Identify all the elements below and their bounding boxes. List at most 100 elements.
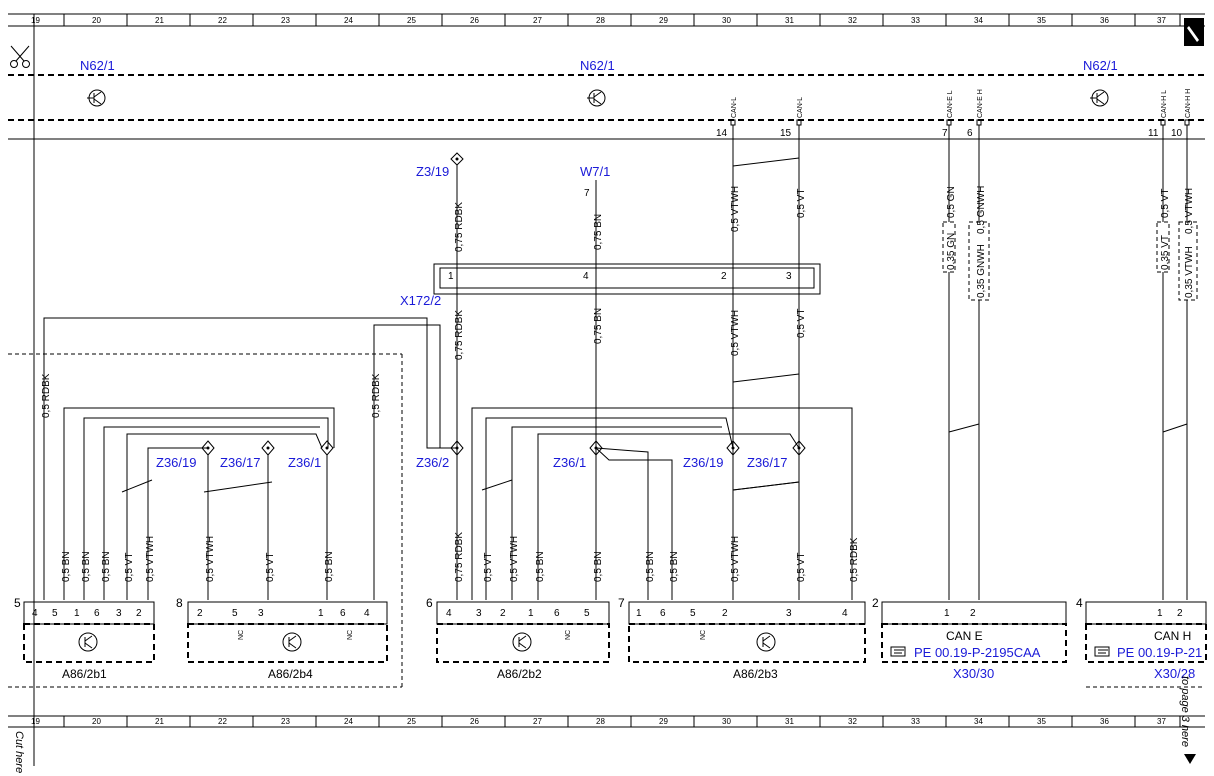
splice-z36-17-mid: Z36/17: [747, 440, 806, 470]
wire-label-gn: 0,5 GN: [946, 186, 957, 218]
svg-text:W7/1: W7/1: [580, 164, 610, 179]
wire-label-vt-035: 0,35 VT: [1160, 235, 1171, 270]
transistor-icon: [1090, 89, 1109, 107]
wire-label-vtwh-mid: 0,5 VTWH: [730, 310, 741, 356]
pin-7: 7: [942, 128, 948, 139]
svg-text:0,5 BN: 0,5 BN: [645, 551, 656, 582]
svg-text:3: 3: [786, 271, 792, 282]
wire-label-rdbk-left: 0,5 RDBK: [41, 373, 52, 418]
ruler-top-23: 23: [281, 16, 290, 25]
wire-label-vtwh-top: 0,5 VTWH: [730, 186, 741, 232]
svg-text:3: 3: [258, 608, 264, 619]
svg-text:4: 4: [842, 608, 848, 619]
svg-text:35: 35: [1037, 717, 1046, 726]
bottom-ruler: 19 20 21 22 23 24 25 26 27 28 29 30 31 3…: [8, 715, 1205, 728]
cut-here-text: Cut here: [13, 731, 25, 773]
svg-text:1: 1: [318, 608, 324, 619]
svg-text:0,5 VTWH: 0,5 VTWH: [509, 536, 520, 582]
ruler-top-19: 19: [31, 16, 40, 25]
rdbk-loops: 0,5 RDBK 0,5 RDBK: [41, 317, 457, 600]
ruler-top-33: 33: [911, 16, 920, 25]
ruler-top-28: 28: [596, 16, 605, 25]
svg-text:0,5 BN: 0,5 BN: [324, 551, 335, 582]
left-group-labels: 0,5 BN 0,5 BN 0,5 BN 0,5 VT 0,5 VTWH 0,5…: [61, 536, 335, 582]
transistor-icon: [87, 89, 106, 107]
wire-label-gnwh: 0,5 GNWH: [976, 186, 987, 234]
ref-can-h: PE 00.19-P-21: [1117, 645, 1202, 660]
w7-1: W7/1 7 0,75 BN 0,75 BN: [580, 164, 610, 600]
pin-11: 11: [1148, 128, 1159, 139]
wire-label-vtwh-035: 0,35 VTWH: [1184, 246, 1195, 298]
svg-text:20: 20: [92, 717, 101, 726]
wire-label-rdbk-right: 0,5 RDBK: [371, 373, 382, 418]
n62-1-label-left: N62/1: [80, 58, 115, 73]
transistor-icon: [512, 632, 532, 652]
svg-text:2: 2: [721, 271, 727, 282]
middle-group-wires: [471, 407, 853, 600]
pin-15: 15: [780, 128, 792, 139]
svg-text:Z36/2: Z36/2: [416, 455, 449, 470]
svg-text:0,5 BN: 0,5 BN: [669, 551, 680, 582]
svg-text:22: 22: [218, 717, 227, 726]
svg-text:2: 2: [500, 608, 506, 619]
svg-text:Z36/19: Z36/19: [156, 455, 196, 470]
svg-text:31: 31: [785, 717, 794, 726]
signal-can-e-l: CAN-E L: [947, 90, 954, 118]
svg-text:7: 7: [618, 596, 625, 610]
signal-can-l-2: CAN-L: [797, 97, 804, 118]
ruler-top-26: 26: [470, 16, 479, 25]
svg-text:0,5 VTWH: 0,5 VTWH: [205, 536, 216, 582]
can-wires-n62: [732, 125, 800, 600]
ruler-top-21: 21: [155, 16, 164, 25]
svg-text:0,5 BN: 0,5 BN: [535, 551, 546, 582]
w7-pin: 7: [584, 188, 590, 199]
svg-text:A86/2b1: A86/2b1: [62, 667, 107, 681]
ruler-top-24: 24: [344, 16, 353, 25]
svg-text:25: 25: [407, 717, 416, 726]
svg-text:4: 4: [32, 608, 38, 619]
svg-text:X172/2: X172/2: [400, 293, 441, 308]
signal-can-h-l: CAN-H L: [1161, 90, 1168, 118]
left-region: [8, 353, 403, 688]
svg-text:0,5 VT: 0,5 VT: [124, 553, 135, 582]
svg-text:2: 2: [136, 608, 142, 619]
svg-text:Z36/17: Z36/17: [220, 455, 260, 470]
ruler-top-32: 32: [848, 16, 857, 25]
svg-text:5: 5: [232, 608, 238, 619]
svg-text:0,5 BN: 0,5 BN: [81, 551, 92, 582]
svg-text:3: 3: [116, 608, 122, 619]
svg-text:6: 6: [94, 608, 100, 619]
svg-text:2: 2: [722, 608, 728, 619]
svg-text:27: 27: [533, 717, 542, 726]
svg-text:19: 19: [31, 717, 40, 726]
ruler-top-35: 35: [1037, 16, 1046, 25]
svg-text:21: 21: [155, 717, 164, 726]
svg-text:CAN H: CAN H: [1154, 629, 1191, 643]
pencil-icon: [1184, 18, 1204, 46]
n62-1-label-right: N62/1: [1083, 58, 1118, 73]
wire-label-gnwh-035: 0,35 GNWH: [976, 244, 987, 298]
svg-text:0,5 VT: 0,5 VT: [796, 553, 807, 582]
signal-can-l-1: CAN-L: [731, 97, 738, 118]
svg-text:1: 1: [1157, 608, 1163, 619]
ruler-top-31: 31: [785, 16, 794, 25]
splice-z36-17-left: Z36/17: [220, 440, 275, 470]
left-group-wires: [63, 407, 335, 600]
svg-text:Z3/19: Z3/19: [416, 164, 449, 179]
ruler-top-37: 37: [1157, 16, 1166, 25]
pointing-hand-icon: [890, 646, 906, 657]
svg-text:NC: NC: [238, 630, 245, 640]
svg-text:24: 24: [344, 717, 353, 726]
svg-text:A86/2b4: A86/2b4: [268, 667, 313, 681]
wire-label-vt-top: 0,5 VT: [796, 189, 807, 218]
svg-text:Z36/1: Z36/1: [553, 455, 586, 470]
pin-14: 14: [716, 128, 728, 139]
svg-text:Z36/19: Z36/19: [683, 455, 723, 470]
splice-z36-1-left: Z36/1: [288, 440, 334, 470]
svg-text:0,5 VT: 0,5 VT: [265, 553, 276, 582]
